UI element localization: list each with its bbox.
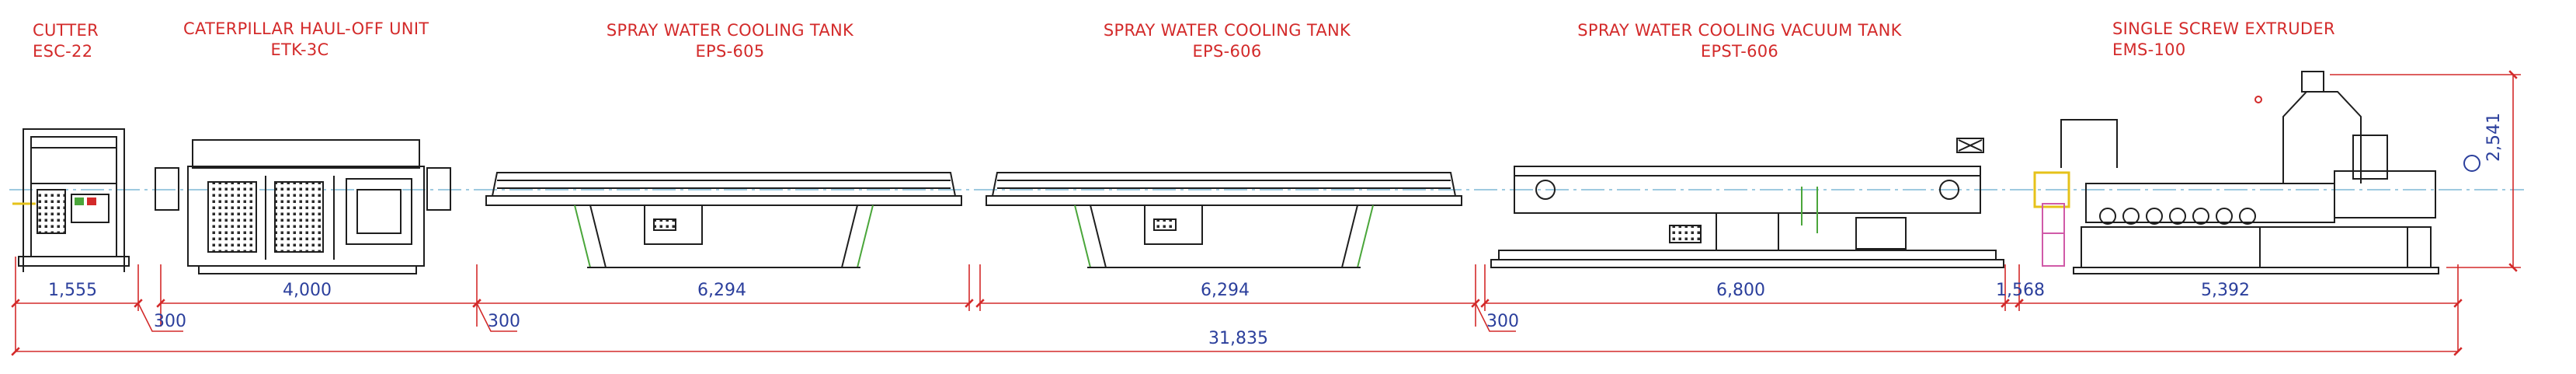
cutter-drawing <box>12 128 130 272</box>
dim-total-length: 31,835 <box>1208 329 1268 348</box>
dim-extruder-length: 5,392 <box>2201 281 2250 300</box>
machine-name: SINGLE SCREW EXTRUDER <box>2112 19 2335 38</box>
machine-model: EPS-605 <box>695 42 765 61</box>
label-tank-1: SPRAY WATER COOLING TANK EPS-605 <box>575 20 885 62</box>
machine-model: EPS-606 <box>1192 42 1262 61</box>
dim-haul-off-length: 4,000 <box>283 281 332 300</box>
label-vacuum-tank: SPRAY WATER COOLING VACUUM TANK EPST-606 <box>1561 20 1918 62</box>
dim-tank-2-length: 6,294 <box>1201 281 1250 300</box>
label-extruder: SINGLE SCREW EXTRUDER EMS-100 <box>2112 19 2335 61</box>
vacuum-tank-drawing <box>1490 138 2004 268</box>
tank-2-drawing <box>986 172 1462 268</box>
machine-name: SPRAY WATER COOLING VACUUM TANK <box>1577 21 1902 40</box>
extruder-drawing <box>2033 71 2480 274</box>
machine-name: SPRAY WATER COOLING TANK <box>606 21 854 40</box>
machine-model: ETK-3C <box>270 40 329 59</box>
label-tank-2: SPRAY WATER COOLING TANK EPS-606 <box>1072 20 1382 62</box>
machine-name: CATERPILLAR HAUL-OFF UNIT <box>183 19 429 38</box>
dim-vacuum-tank-length: 6,800 <box>1716 281 1765 300</box>
dim-height: 2,541 <box>2484 113 2504 162</box>
dim-tank-1-length: 6,294 <box>697 281 746 300</box>
machine-model: ESC-22 <box>33 42 93 61</box>
dim-spacing-3: 300 <box>1486 312 1519 331</box>
haul-off-drawing <box>155 139 451 274</box>
dim-spacing-2: 300 <box>488 312 520 331</box>
dim-spacing-1: 300 <box>154 312 186 331</box>
dim-gap-length: 1,568 <box>1996 281 2045 300</box>
machine-name: CUTTER <box>33 21 99 40</box>
label-haul-off: CATERPILLAR HAUL-OFF UNIT ETK-3C <box>183 19 429 61</box>
label-cutter: CUTTER ESC-22 <box>33 20 99 62</box>
tank-1-drawing <box>485 172 962 268</box>
machine-model: EPST-606 <box>1700 42 1779 61</box>
dim-cutter-length: 1,555 <box>48 281 97 300</box>
dimension-lines <box>11 70 2521 356</box>
machine-name: SPRAY WATER COOLING TANK <box>1103 21 1351 40</box>
machine-model: EMS-100 <box>2112 40 2186 59</box>
